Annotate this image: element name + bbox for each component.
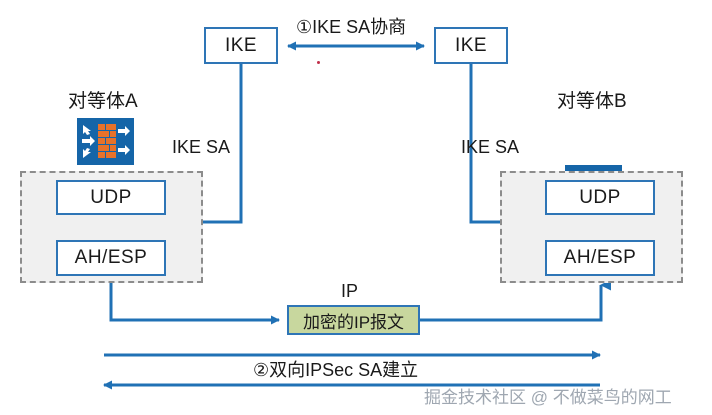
ike-sa-label-right: IKE SA [461,138,519,156]
ahesp-box-left-label: AH/ESP [74,247,148,268]
firewall-icon-left-glyph [77,118,134,165]
encrypted-packet-label: 加密的IP报文 [302,312,405,332]
ike-box-left: IKE [204,27,278,64]
step2-label: ②双向IPSec SA建立 [253,361,418,379]
step1-text: ①IKE SA协商 [296,17,407,37]
peer-right-label: 对等体B [557,92,627,111]
ike-box-left-label: IKE [224,34,258,56]
peer-left-text: 对等体A [68,91,138,112]
udp-box-left-label: UDP [90,186,132,208]
ike-sa-left-text: IKE SA [172,137,231,157]
ike-box-right: IKE [434,27,508,64]
udp-box-right-label: UDP [579,186,621,208]
step2-text: ②双向IPSec SA建立 [253,360,419,380]
ip-label: IP [341,282,358,300]
ahesp-box-right-label: AH/ESP [563,247,637,268]
red-dot-marker [317,61,320,64]
encrypted-packet-box: 加密的IP报文 [287,305,420,335]
ip-label-text: IP [341,281,359,301]
ike-sa-right-text: IKE SA [461,137,520,157]
peer-right-text: 对等体B [557,91,627,112]
ike-sa-label-left: IKE SA [172,138,230,156]
watermark-text: 掘金技术社区 @ 不做菜鸟的网工 [424,388,672,407]
udp-box-left: UDP [56,180,166,215]
watermark: 掘金技术社区 @ 不做菜鸟的网工 [424,383,672,408]
peer-left-label: 对等体A [68,92,138,111]
ahesp-box-right: AH/ESP [545,240,655,276]
udp-box-right: UDP [545,180,655,215]
ahesp-box-left: AH/ESP [56,240,166,276]
firewall-icon-left [77,118,134,165]
step1-label: ①IKE SA协商 [296,18,406,36]
ike-box-right-label: IKE [454,34,488,56]
